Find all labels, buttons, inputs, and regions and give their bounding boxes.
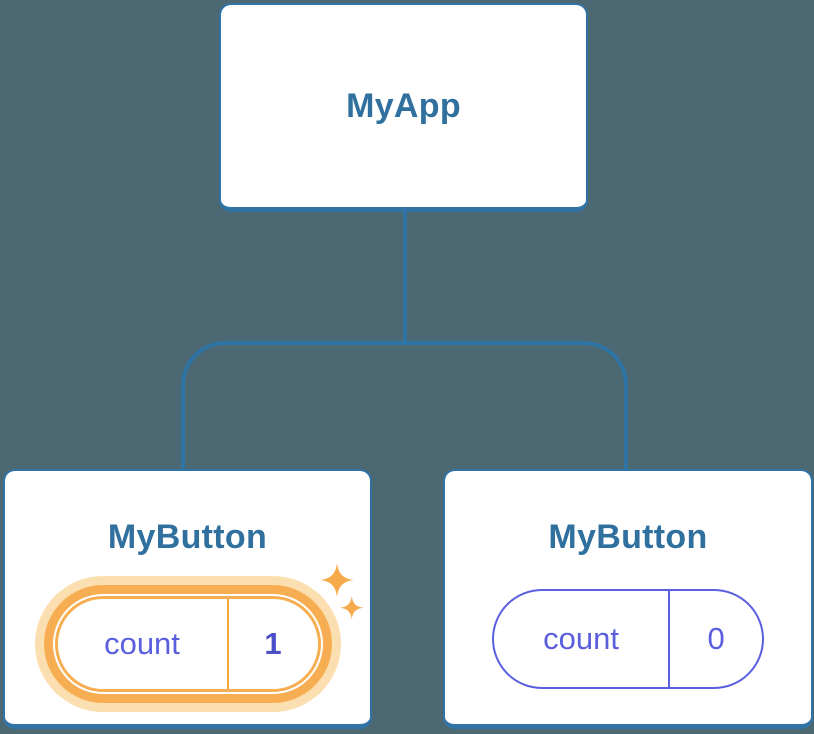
sparkle-icon <box>320 563 364 620</box>
state-value: 1 <box>226 599 318 689</box>
sparkle-icon-small <box>340 596 364 620</box>
sparkle-icon-large <box>320 563 354 597</box>
state-pill: count 0 <box>492 589 764 689</box>
state-key-label: count <box>543 621 620 656</box>
connector-branch-bracket <box>181 341 628 471</box>
state-value: 0 <box>668 591 762 687</box>
node-label: MyButton <box>548 518 708 556</box>
node-label: MyButton <box>107 518 268 556</box>
state-pill-highlighted: count 1 <box>54 596 321 692</box>
tree-node-myapp: MyApp <box>219 3 588 212</box>
state-key-label: count <box>104 626 180 661</box>
tree-node-mybutton-right: MyButton count 0 <box>443 469 813 729</box>
connector-stem-line <box>403 210 407 345</box>
tree-node-mybutton-left: MyButton count 1 <box>3 469 372 729</box>
node-label: MyApp <box>346 87 461 125</box>
